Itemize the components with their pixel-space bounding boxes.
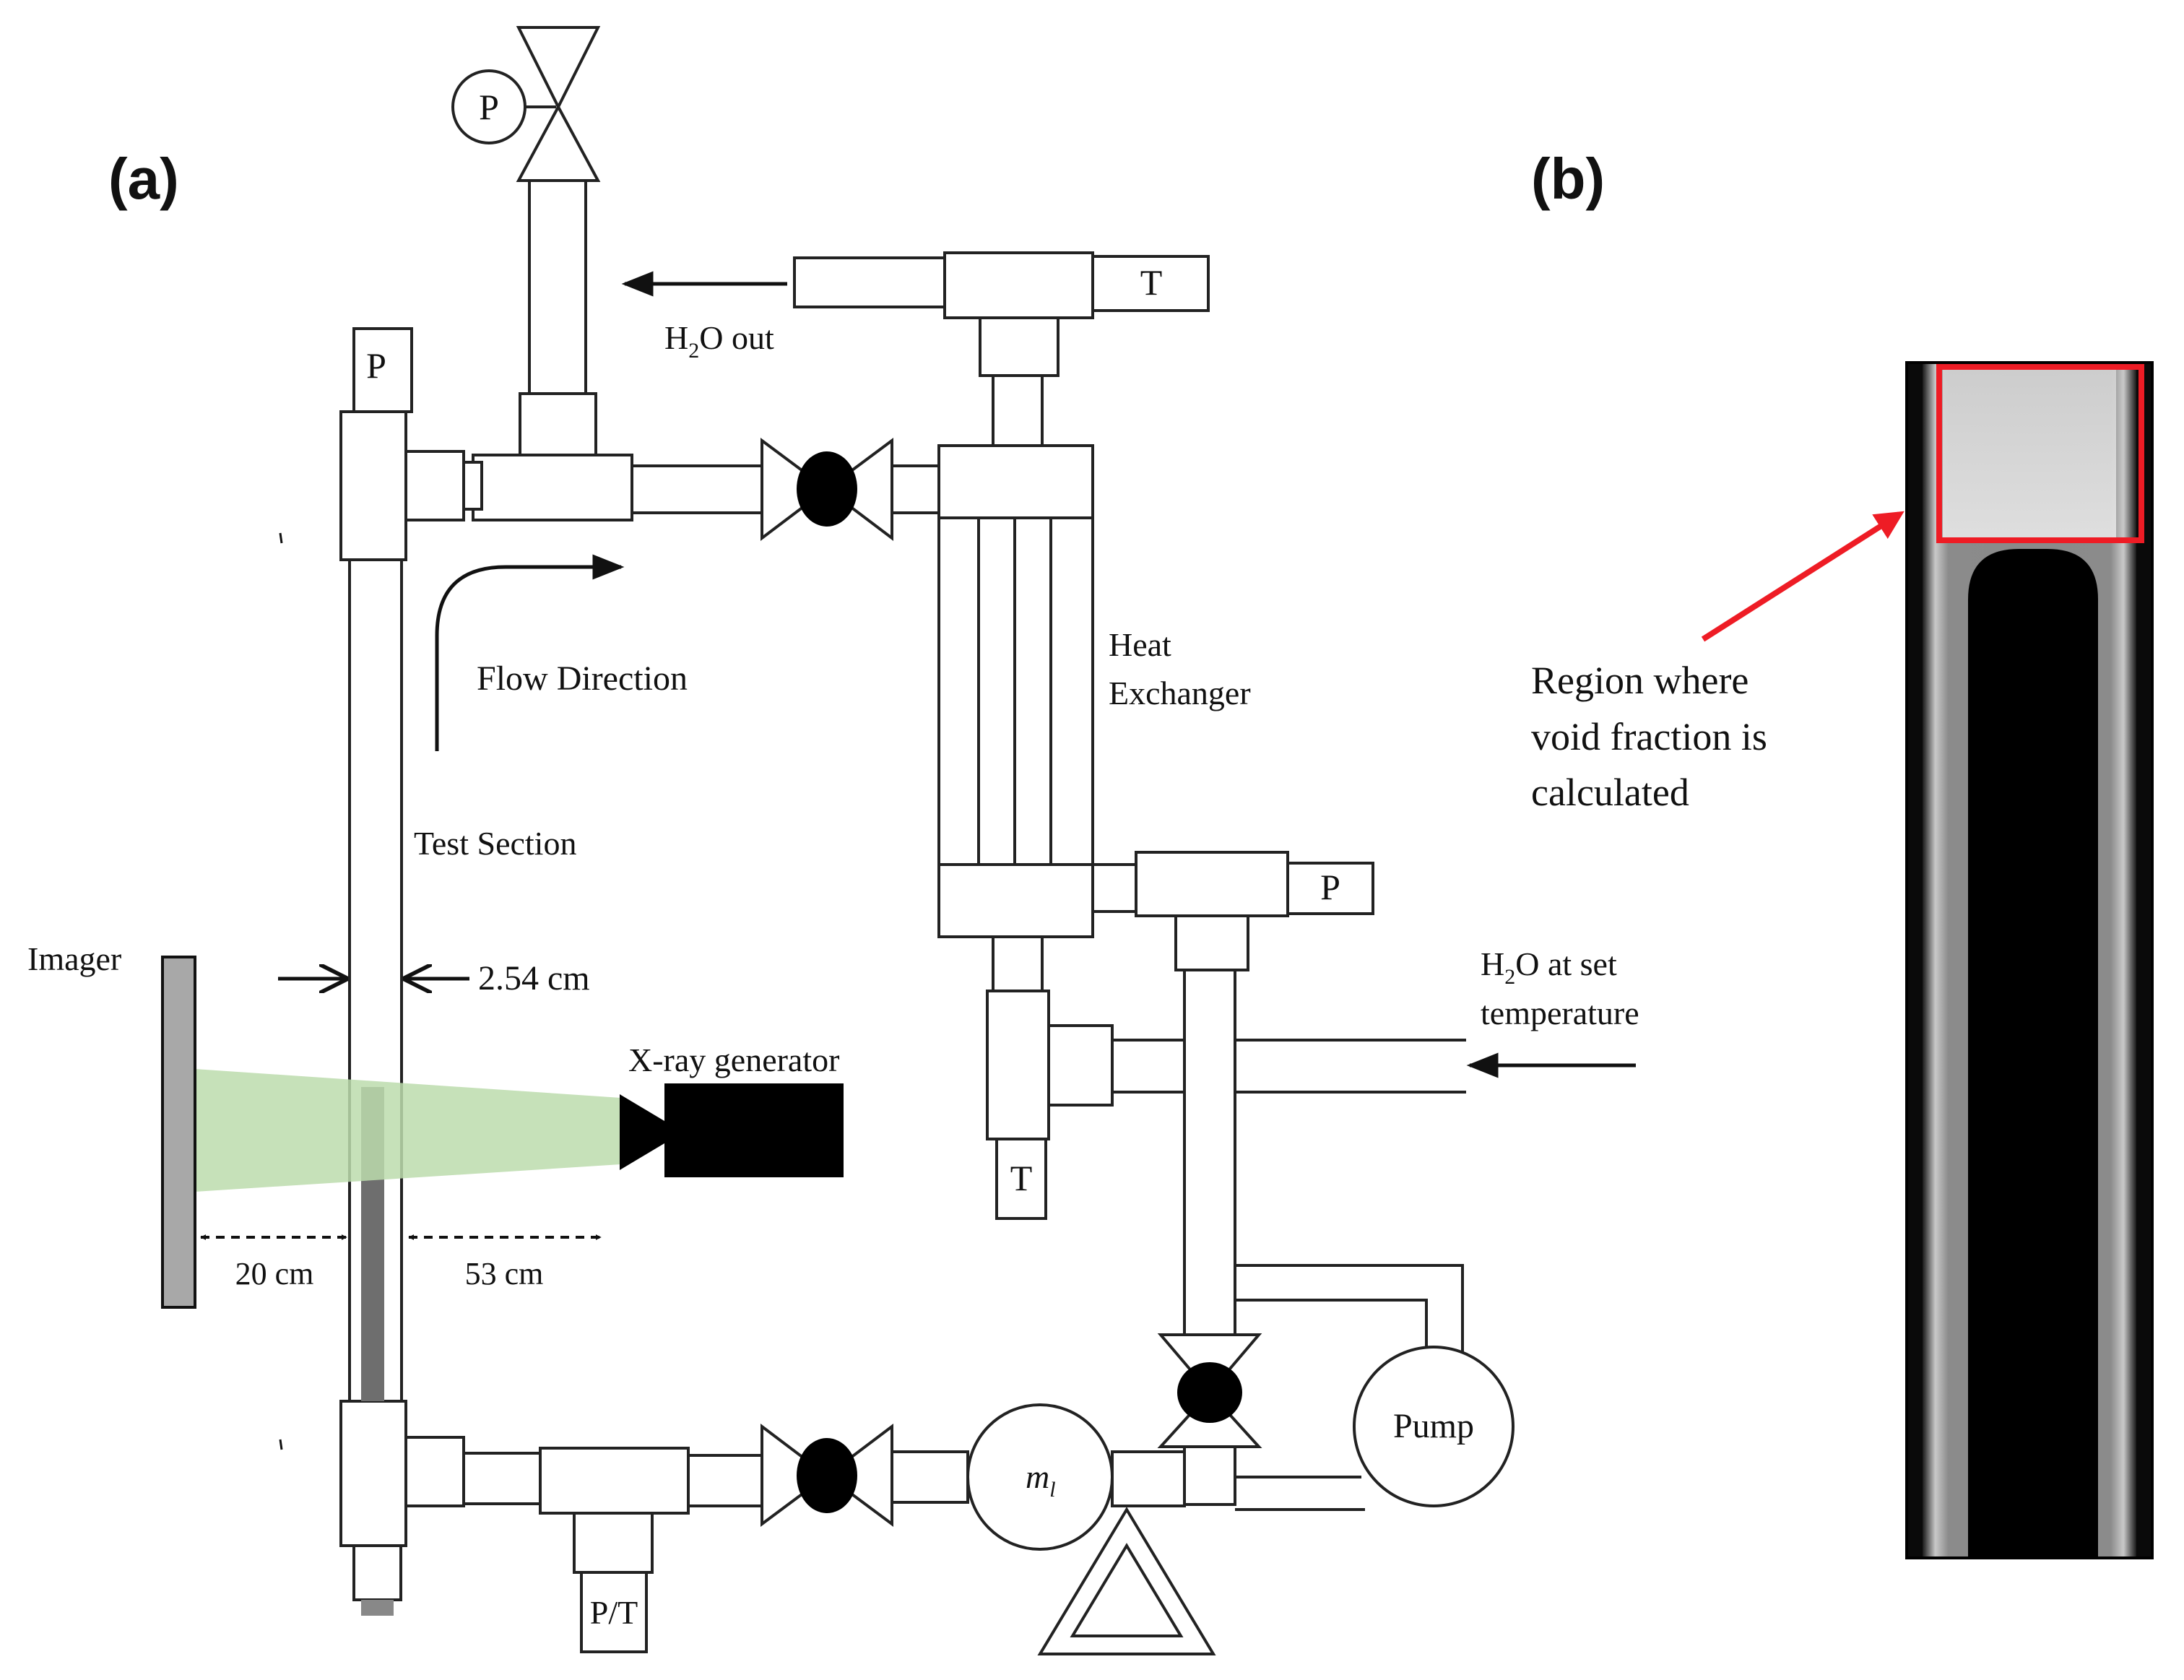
imager-label: Imager	[27, 940, 121, 977]
imager-plate	[161, 956, 196, 1309]
xray-generator-label: X-ray generator	[628, 1042, 839, 1078]
xray-image-border	[1905, 361, 2154, 1559]
top-vent-valve	[516, 26, 601, 182]
panel-b-label: (b)	[1531, 147, 1605, 211]
hx-riser-pipe	[992, 374, 1044, 447]
region-box	[1936, 364, 2144, 543]
region-label-line2: void fraction is	[1531, 715, 1767, 758]
top-ball-valve	[760, 438, 893, 542]
xray-generator	[620, 1083, 844, 1177]
top-pressure-gauge: P	[451, 69, 556, 144]
flow-loop-diagram: P P	[27, 26, 1639, 1655]
pipe-to-flow-meter	[890, 1450, 969, 1504]
taylor-bubble	[1968, 549, 2098, 1558]
region-pointer-arrow	[1701, 511, 1904, 642]
test-section-label: Test Section	[414, 825, 576, 862]
pump-label: Pump	[1393, 1407, 1474, 1445]
coolant-inlet-tee	[986, 990, 1114, 1220]
xray-beam	[195, 1069, 621, 1192]
pipe-to-heat-exchanger	[890, 464, 940, 514]
heat-exchanger-tubes	[937, 516, 1094, 866]
flow-meter	[966, 1403, 1236, 1655]
distance-imager-label: 20 cm	[235, 1256, 314, 1291]
region-label-line1: Region where	[1531, 659, 1748, 702]
h2o-set-label-line2: temperature	[1481, 995, 1639, 1031]
flow-direction-arrow	[435, 554, 625, 751]
hx-outlet-tee	[793, 251, 1210, 377]
flow-meter-label: ml	[1026, 1458, 1056, 1502]
vent-pipe	[528, 179, 587, 395]
pump-inlet-valve	[1157, 1333, 1262, 1448]
pressure-top-label: P	[479, 87, 499, 127]
margin-tick-lower	[279, 1439, 283, 1450]
h2o-inlet-pipe	[1112, 1039, 1466, 1094]
temperature-hx-out-label: T	[1140, 262, 1163, 303]
distance-generator-label: 53 cm	[465, 1256, 544, 1291]
heat-exchanger-label-line2: Exchanger	[1109, 675, 1251, 711]
bottom-pt-tee	[539, 1447, 763, 1653]
pressure-hx-in-label: P	[1320, 867, 1340, 907]
top-tee	[472, 392, 633, 521]
heat-exchanger-label-line1: Heat	[1109, 626, 1171, 663]
hx-inlet-tee	[1135, 851, 1374, 971]
margin-tick-upper	[279, 532, 283, 544]
diameter-label: 2.54 cm	[478, 959, 590, 997]
temperature-hx-in-label: T	[1010, 1158, 1033, 1198]
h2o-out-label: H2O out	[664, 319, 774, 363]
heat-exchanger-bottom-header	[937, 863, 1094, 938]
bottom-ball-valve	[760, 1423, 893, 1527]
pressure-test-section-label: P	[366, 345, 386, 386]
xray-gas-cap	[1943, 368, 2116, 542]
hx-side-stub	[1091, 863, 1138, 913]
pump	[1235, 1346, 1514, 1511]
pump-bypass-loop	[1235, 1264, 1464, 1358]
test-section-bottom-tee	[339, 1400, 542, 1616]
pressure-temperature-bottom-label: P/T	[590, 1594, 638, 1631]
test-section-top-tee	[339, 410, 483, 561]
top-horizontal-pipe	[630, 464, 763, 514]
panel-a-label: (a)	[108, 147, 179, 211]
hx-drop-pipe	[992, 935, 1044, 992]
xray-image-panel	[1905, 361, 2154, 1559]
region-label-line3: calculated	[1531, 771, 1689, 814]
h2o-set-label-line1: H2O at set	[1481, 945, 1617, 989]
return-vertical-pipe	[1183, 969, 1236, 1336]
test-section-tube	[348, 558, 403, 1403]
flow-direction-label: Flow Direction	[477, 659, 688, 698]
heat-exchanger-top-header	[937, 444, 1094, 519]
